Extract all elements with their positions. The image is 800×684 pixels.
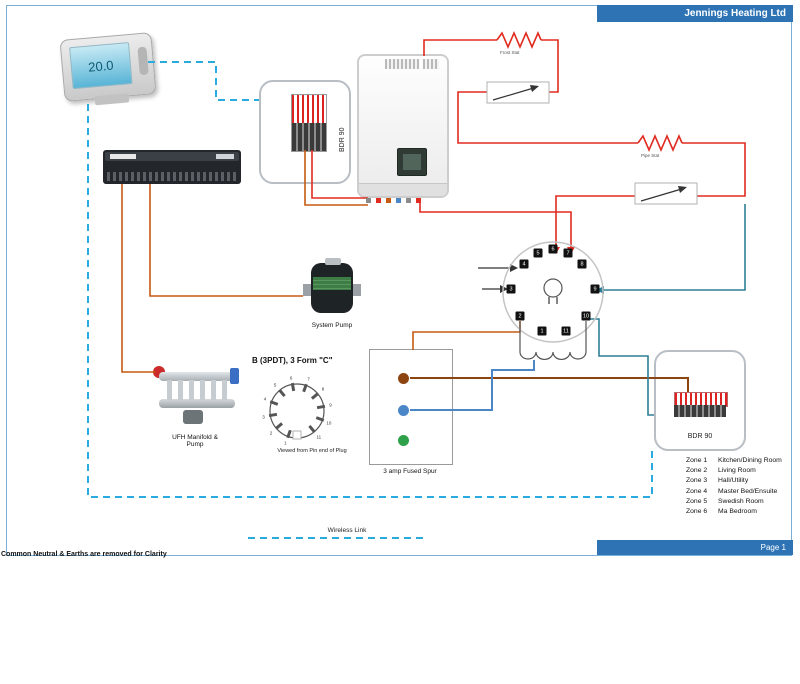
ufh-manifold bbox=[153, 362, 239, 428]
zone-number: Zone 3 bbox=[686, 477, 708, 485]
wiring-centre-terminals bbox=[107, 172, 237, 181]
system-pump-label: System Pump bbox=[311, 322, 353, 329]
boiler-display bbox=[397, 148, 427, 176]
pump-cap bbox=[325, 258, 341, 265]
plug-pin-number: 10 bbox=[326, 420, 332, 426]
manifold-port bbox=[200, 380, 205, 400]
zone-number: Zone 2 bbox=[686, 467, 708, 475]
relay-pin-4: 4 bbox=[519, 259, 529, 269]
fused-spur-label: 3 amp Fused Spur bbox=[383, 468, 437, 475]
page-footer-bar: Page 1 bbox=[597, 540, 793, 555]
plug-pin-number: 1 bbox=[284, 440, 287, 446]
terminal-strip-dark-row bbox=[292, 123, 326, 151]
relay-caption: Viewed from Pin end of Plug bbox=[277, 448, 347, 454]
zone-row: Zone 2 Living Room bbox=[686, 466, 782, 476]
company-title: Jennings Heating Ltd bbox=[684, 8, 786, 19]
earth-terminal-dot bbox=[398, 435, 409, 446]
zone-number: Zone 1 bbox=[686, 457, 708, 464]
pipe-stat-label: Pipe Stat bbox=[641, 153, 660, 158]
bdr90-top-label: BDR 90 bbox=[339, 127, 346, 152]
plug-pin-number: 5 bbox=[273, 382, 277, 388]
wiring-centre-sticker-2 bbox=[216, 154, 234, 159]
wiring-centre-sticker bbox=[110, 154, 136, 159]
relay-pin-11: 11 bbox=[561, 326, 571, 336]
relay-pin-9: 9 bbox=[590, 284, 600, 294]
neutral-terminal-dot bbox=[398, 405, 409, 416]
relay-pin-8: 8 bbox=[577, 259, 587, 269]
manifold-port bbox=[211, 380, 216, 400]
bdr90-receiver-top: BDR 90 bbox=[259, 80, 351, 184]
boiler bbox=[357, 54, 449, 198]
bdr90-receiver-right: BDR 90 bbox=[654, 350, 746, 451]
bdr90-right-terminals bbox=[674, 405, 726, 417]
zone-room: Swedish Room bbox=[718, 497, 764, 505]
manifold-pump bbox=[183, 410, 203, 424]
manifold-port bbox=[189, 380, 194, 400]
manifold-blue-fitting bbox=[230, 368, 239, 384]
ufh-manifold-label: UFH Manifold & Pump bbox=[150, 434, 240, 448]
zone-room: Master Bed/Ensuite bbox=[718, 487, 778, 495]
live-terminal-dot bbox=[398, 373, 409, 384]
pump-label-band bbox=[313, 277, 351, 290]
relay-pin-1: 1 bbox=[537, 326, 547, 336]
zone-row: Zone 5 Swedish Room bbox=[686, 497, 782, 507]
clarity-note: Common Neutral & Earths are removed for … bbox=[1, 551, 167, 558]
plug-pin-number: 2 bbox=[269, 430, 273, 436]
system-pump bbox=[303, 258, 361, 318]
zone-row: Zone 3 Hall/Utility bbox=[686, 476, 782, 486]
plug-pin-number: 4 bbox=[263, 396, 267, 402]
thermostat-reading: 20.0 bbox=[87, 57, 115, 75]
zone-room: Hall/Utility bbox=[718, 477, 749, 485]
wireless-thermostat: 20.0 bbox=[59, 32, 157, 106]
bdr90-right-label: BDR 90 bbox=[687, 433, 713, 440]
bdr90-top-terminal-strip bbox=[291, 94, 327, 152]
manifold-port bbox=[167, 380, 172, 400]
thermostat-screen: 20.0 bbox=[69, 42, 133, 90]
boiler-vent-2 bbox=[423, 59, 439, 69]
relay-pin-3: 3 bbox=[506, 284, 516, 294]
relay-pin-6: 6 bbox=[548, 244, 558, 254]
plug-pin-number: 11 bbox=[316, 434, 322, 440]
boiler-base bbox=[359, 183, 447, 196]
ufh-manifold-label-line2: Pump bbox=[186, 441, 204, 448]
relay-pin-5: 5 bbox=[533, 248, 543, 258]
zone-row: Zone 1 Kitchen/Dining Room bbox=[686, 456, 782, 466]
relay-pin-2: 2 bbox=[515, 311, 525, 321]
relay-pin-7: 7 bbox=[563, 248, 573, 258]
plug-pin-number: 3 bbox=[262, 414, 265, 420]
wiring-centre bbox=[103, 150, 241, 184]
frost-stat-label: Frost Stat bbox=[500, 50, 520, 55]
zone-number: Zone 5 bbox=[686, 497, 708, 505]
ufh-manifold-label-line1: UFH Manifold & bbox=[172, 434, 218, 441]
zone-number: Zone 4 bbox=[686, 487, 708, 495]
terminal-strip-red-row bbox=[292, 95, 326, 123]
zone-room: Kitchen/Dining Room bbox=[718, 457, 782, 464]
boiler-vent bbox=[385, 59, 419, 69]
relay-pin-10: 10 bbox=[581, 311, 591, 321]
zone-room: Living Room bbox=[718, 467, 756, 475]
zone-room: Ma Bedroom bbox=[718, 507, 757, 515]
plug-pin-number: 9 bbox=[329, 402, 332, 408]
manifold-port bbox=[222, 380, 227, 400]
zone-row: Zone 4 Master Bed/Ensuite bbox=[686, 487, 782, 497]
plug-pin-number: 6 bbox=[289, 375, 293, 381]
wireless-link-label: Wireless Link bbox=[327, 527, 367, 534]
fused-spur bbox=[369, 349, 453, 465]
zone-number: Zone 6 bbox=[686, 507, 708, 515]
zone-row: Zone 6 Ma Bedroom bbox=[686, 507, 782, 517]
plug-pin-number: 7 bbox=[307, 376, 310, 382]
manifold-port bbox=[178, 380, 183, 400]
page-border bbox=[6, 5, 792, 556]
header-bar: Jennings Heating Ltd bbox=[597, 5, 793, 22]
plug-pin-number: 8 bbox=[321, 386, 325, 392]
manifold-return-bar bbox=[159, 399, 235, 408]
page-number: Page 1 bbox=[760, 543, 786, 552]
relay-title: B (3PDT), 3 Form "C" bbox=[252, 356, 333, 365]
